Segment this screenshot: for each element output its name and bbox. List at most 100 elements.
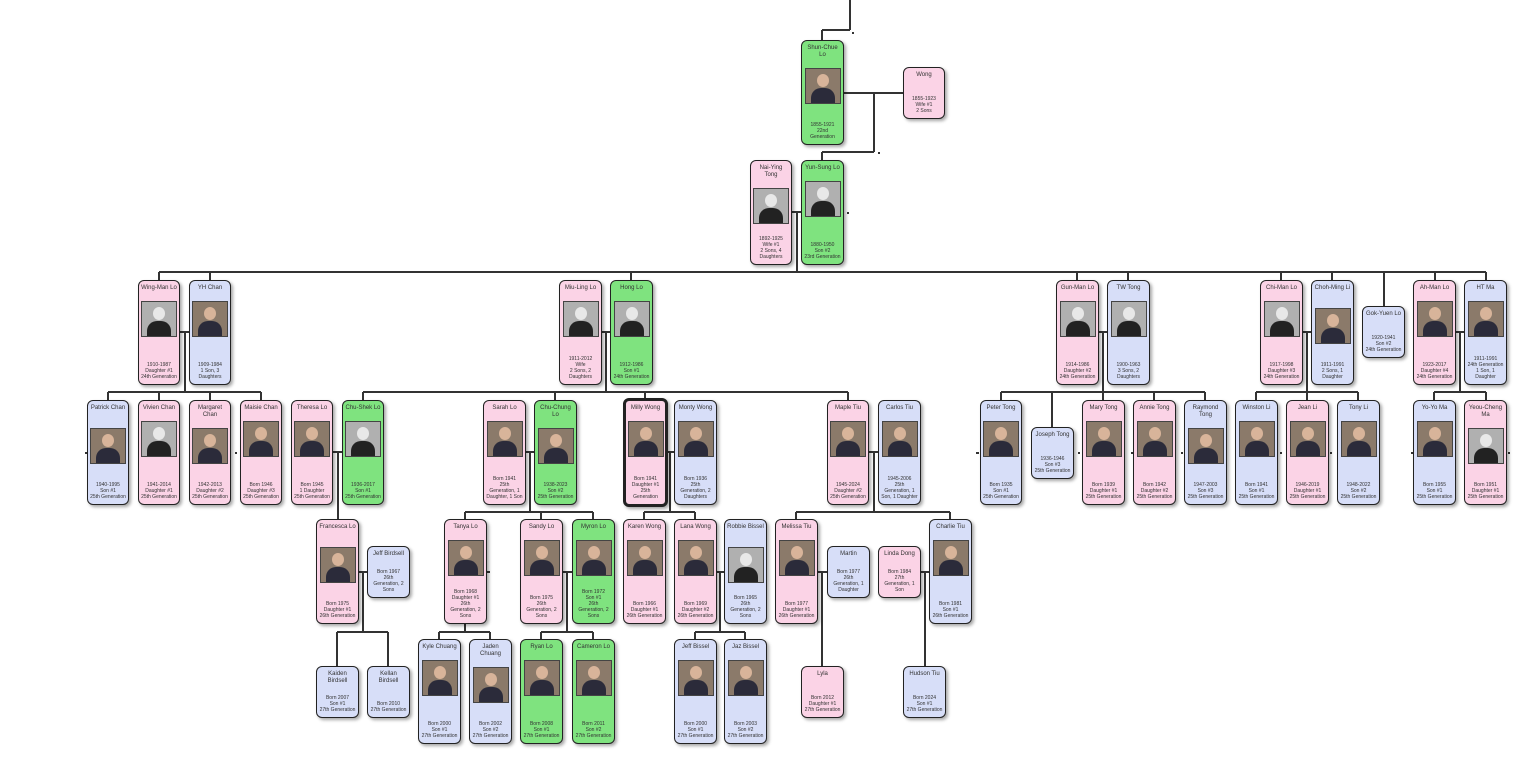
person-name: Ah-Man Lo xyxy=(1419,285,1450,291)
person-card-theresa[interactable]: Theresa Lo Born 1945 1 Daughter 25th Gene… xyxy=(291,400,333,505)
person-info: 1938-2023 Son #2 25th Generation xyxy=(537,482,574,500)
person-name: Cameron Lo xyxy=(576,644,611,650)
expand-dot[interactable] xyxy=(847,212,849,214)
person-info: 1900-1963 3 Sons, 2 Daughters xyxy=(1116,362,1141,380)
expand-dot[interactable] xyxy=(977,452,979,454)
person-name: Martin xyxy=(840,551,857,557)
person-name: HT Ma xyxy=(1476,285,1495,291)
person-name: Theresa Lo xyxy=(296,405,328,411)
person-info: Born 1969 Daughter #2 26th Generation xyxy=(677,601,714,619)
person-name: Yun-Sung Lo xyxy=(805,165,840,171)
person-info: 1917-1998 Daughter #3 24th Generation xyxy=(1263,362,1300,380)
person-name: Tanya Lo xyxy=(453,524,478,530)
expand-dot[interactable] xyxy=(1330,452,1332,454)
person-name: Joseph Tong xyxy=(1035,432,1070,438)
person-info: Born 2010 27th Generation xyxy=(370,701,407,713)
person-photo xyxy=(626,540,663,576)
person-photo xyxy=(345,421,381,457)
person-info: Born 1981 Son #1 26th Generation xyxy=(932,601,969,619)
person-photo xyxy=(243,421,279,457)
person-info: 1945-2006 25th Generation, 1 Son, 1 Daug… xyxy=(881,476,918,500)
expand-dot[interactable] xyxy=(1411,452,1413,454)
expand-dot[interactable] xyxy=(1280,452,1282,454)
person-name: Yo-Yo Ma xyxy=(1421,405,1448,411)
expand-dot[interactable] xyxy=(1181,452,1183,454)
person-photo xyxy=(90,428,126,464)
expand-dot[interactable] xyxy=(1131,452,1133,454)
expand-dot[interactable] xyxy=(235,452,237,454)
person-name: Patrick Chan xyxy=(90,405,126,411)
person-name: Shun-Chue Lo xyxy=(807,45,838,58)
person-info: Born 1945 1 Daughter 25th Generation xyxy=(294,482,330,500)
expand-dot[interactable] xyxy=(1508,452,1510,454)
person-info: Born 2007 Son #1 27th Generation xyxy=(319,695,356,713)
expand-dot[interactable] xyxy=(852,32,854,34)
expand-dot[interactable] xyxy=(976,452,978,454)
expand-dot[interactable] xyxy=(878,152,880,154)
expand-dot[interactable] xyxy=(1078,452,1080,454)
expand-dot[interactable] xyxy=(85,452,87,454)
person-photo xyxy=(1314,308,1351,344)
person-info: Born 1975 Daughter #1 26th Generation xyxy=(319,601,356,619)
